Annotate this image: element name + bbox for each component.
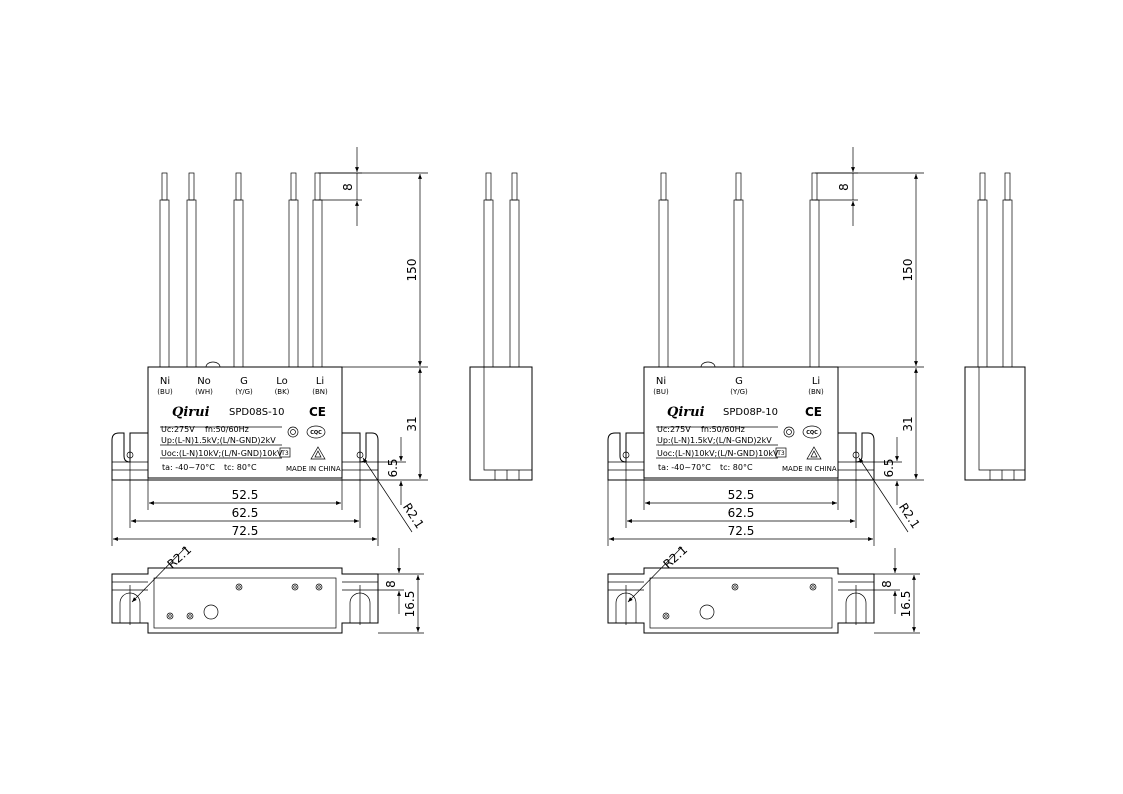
spec-fn: fn:50/60Hz	[205, 425, 249, 434]
dim-vertical-right: 150 31	[320, 172, 428, 481]
bottom-view: R2.1 8 16.5	[111, 543, 424, 634]
wire-color-no: (WH)	[195, 388, 213, 396]
wire-label-g: G	[735, 376, 743, 387]
model-number: SPD08P-10	[723, 407, 778, 418]
spec-ta: ta: -40~70°C	[162, 463, 215, 472]
dim-vertical-right: 150 31	[817, 172, 924, 481]
wire-color-g: (Y/G)	[730, 388, 748, 396]
dim-radius-bottom-label: R2.1	[164, 543, 194, 572]
spec-uc: Uc:275V	[161, 425, 195, 434]
dim-tab-height-label: 6.5	[386, 458, 400, 477]
dim-lead-strip: 8	[815, 147, 858, 226]
dim-radius-bottom-label: R2.1	[660, 543, 690, 572]
wire-label-ni: Ni	[656, 376, 666, 387]
dim-lead-strip-label: 8	[341, 183, 355, 191]
brand-logo: Qirui	[172, 405, 210, 420]
spec-uc: Uc:275V	[657, 425, 691, 434]
device-body	[643, 366, 839, 479]
dim-widths: 52.5 62.5 72.5	[111, 478, 379, 546]
dim-tab-height: 6.5	[378, 437, 406, 505]
spec-fn: fn:50/60Hz	[701, 425, 745, 434]
dim-radius-side-label: R2.1	[400, 501, 427, 532]
wire-label-li: Li	[812, 376, 820, 387]
dim-width-1-label: 52.5	[232, 488, 259, 502]
dim-body-height-label: 31	[901, 416, 915, 431]
brand-logo: Qirui	[667, 405, 705, 420]
spec-tc: tc: 80°C	[224, 463, 257, 472]
wire-color-li: (BN)	[808, 388, 824, 396]
brand-name: Qirui	[667, 405, 705, 420]
recycle-triangle-icon	[310, 446, 326, 460]
wire-label-lo: Lo	[276, 376, 288, 387]
dim-width-2-label: 62.5	[232, 506, 259, 520]
side-view	[469, 172, 533, 481]
spd08s-drawing: Ni (BU) No (WH) G (Y/G) Lo (BK) Li (BN) …	[111, 147, 533, 634]
dim-lead-length-label: 150	[405, 259, 419, 282]
dim-width-1-label: 52.5	[728, 488, 755, 502]
dim-radius-side-label: R2.1	[896, 501, 923, 532]
dim-width-2-label: 62.5	[728, 506, 755, 520]
ce-mark: CE	[309, 405, 326, 419]
bottom-view: R2.1 8 16.5	[607, 543, 920, 634]
dim-lead-strip-label: 8	[837, 183, 851, 191]
cert-circle-icon	[783, 426, 795, 438]
wire-label-no: No	[197, 376, 211, 387]
wire-label-g: G	[240, 376, 248, 387]
ccc-mark-text: CQC	[310, 430, 322, 436]
wire-label-ni: Ni	[160, 376, 170, 387]
dim-bottom-slot-label: 8	[384, 580, 398, 588]
spec-up: Up:(L-N)1.5kV;(L/N-GND)2kV	[657, 436, 772, 445]
spec-uoc: Uoc:(L-N)10kV;(L/N-GND)10kV	[657, 449, 779, 458]
wire-label-li: Li	[316, 376, 324, 387]
ccc-mark-icon	[306, 425, 326, 439]
dim-bottom-depth-label: 16.5	[899, 591, 913, 618]
dim-body-height-label: 31	[405, 416, 419, 431]
cert-circle-icon	[287, 426, 299, 438]
dim-widths: 52.5 62.5 72.5	[607, 478, 875, 546]
spd08p-drawing: Ni (BU) G (Y/G) Li (BN) Qirui SPD08P-10 …	[607, 147, 1026, 634]
ccc-mark-icon	[802, 425, 822, 439]
dim-tab-height-label: 6.5	[882, 458, 896, 477]
ccc-mark-text: CQC	[806, 430, 818, 436]
spec-uoc: Uoc:(L-N)10kV;(L/N-GND)10kV	[161, 449, 283, 458]
dim-width-3-label: 72.5	[232, 524, 259, 538]
dim-width-3-label: 72.5	[728, 524, 755, 538]
spec-tc: tc: 80°C	[720, 463, 753, 472]
wire-color-ni: (BU)	[653, 388, 669, 396]
recycle-triangle-icon	[806, 446, 822, 460]
t3-mark: T3	[280, 450, 289, 457]
wire-leads	[159, 172, 323, 368]
dim-bottom-depth-label: 16.5	[403, 591, 417, 618]
dim-bottom-slot-label: 8	[880, 580, 894, 588]
dim-lead-length-label: 150	[901, 259, 915, 282]
made-in-label: MADE IN CHINA	[782, 465, 837, 473]
dim-lead-strip: 8	[318, 147, 362, 226]
brand-name: Qirui	[172, 405, 210, 420]
t3-mark: T3	[776, 450, 785, 457]
spec-up: Up:(L-N)1.5kV;(L/N-GND)2kV	[161, 436, 276, 445]
wire-color-li: (BN)	[312, 388, 328, 396]
dim-tab-height: 6.5	[874, 437, 902, 505]
ce-mark: CE	[805, 405, 822, 419]
made-in-label: MADE IN CHINA	[286, 465, 341, 473]
wire-color-ni: (BU)	[157, 388, 173, 396]
spec-ta: ta: -40~70°C	[658, 463, 711, 472]
device-body	[147, 366, 343, 479]
model-number: SPD08S-10	[229, 407, 284, 418]
wire-leads	[658, 172, 820, 368]
side-view	[964, 172, 1026, 481]
wire-color-lo: (BK)	[275, 388, 290, 396]
wire-color-g: (Y/G)	[235, 388, 253, 396]
